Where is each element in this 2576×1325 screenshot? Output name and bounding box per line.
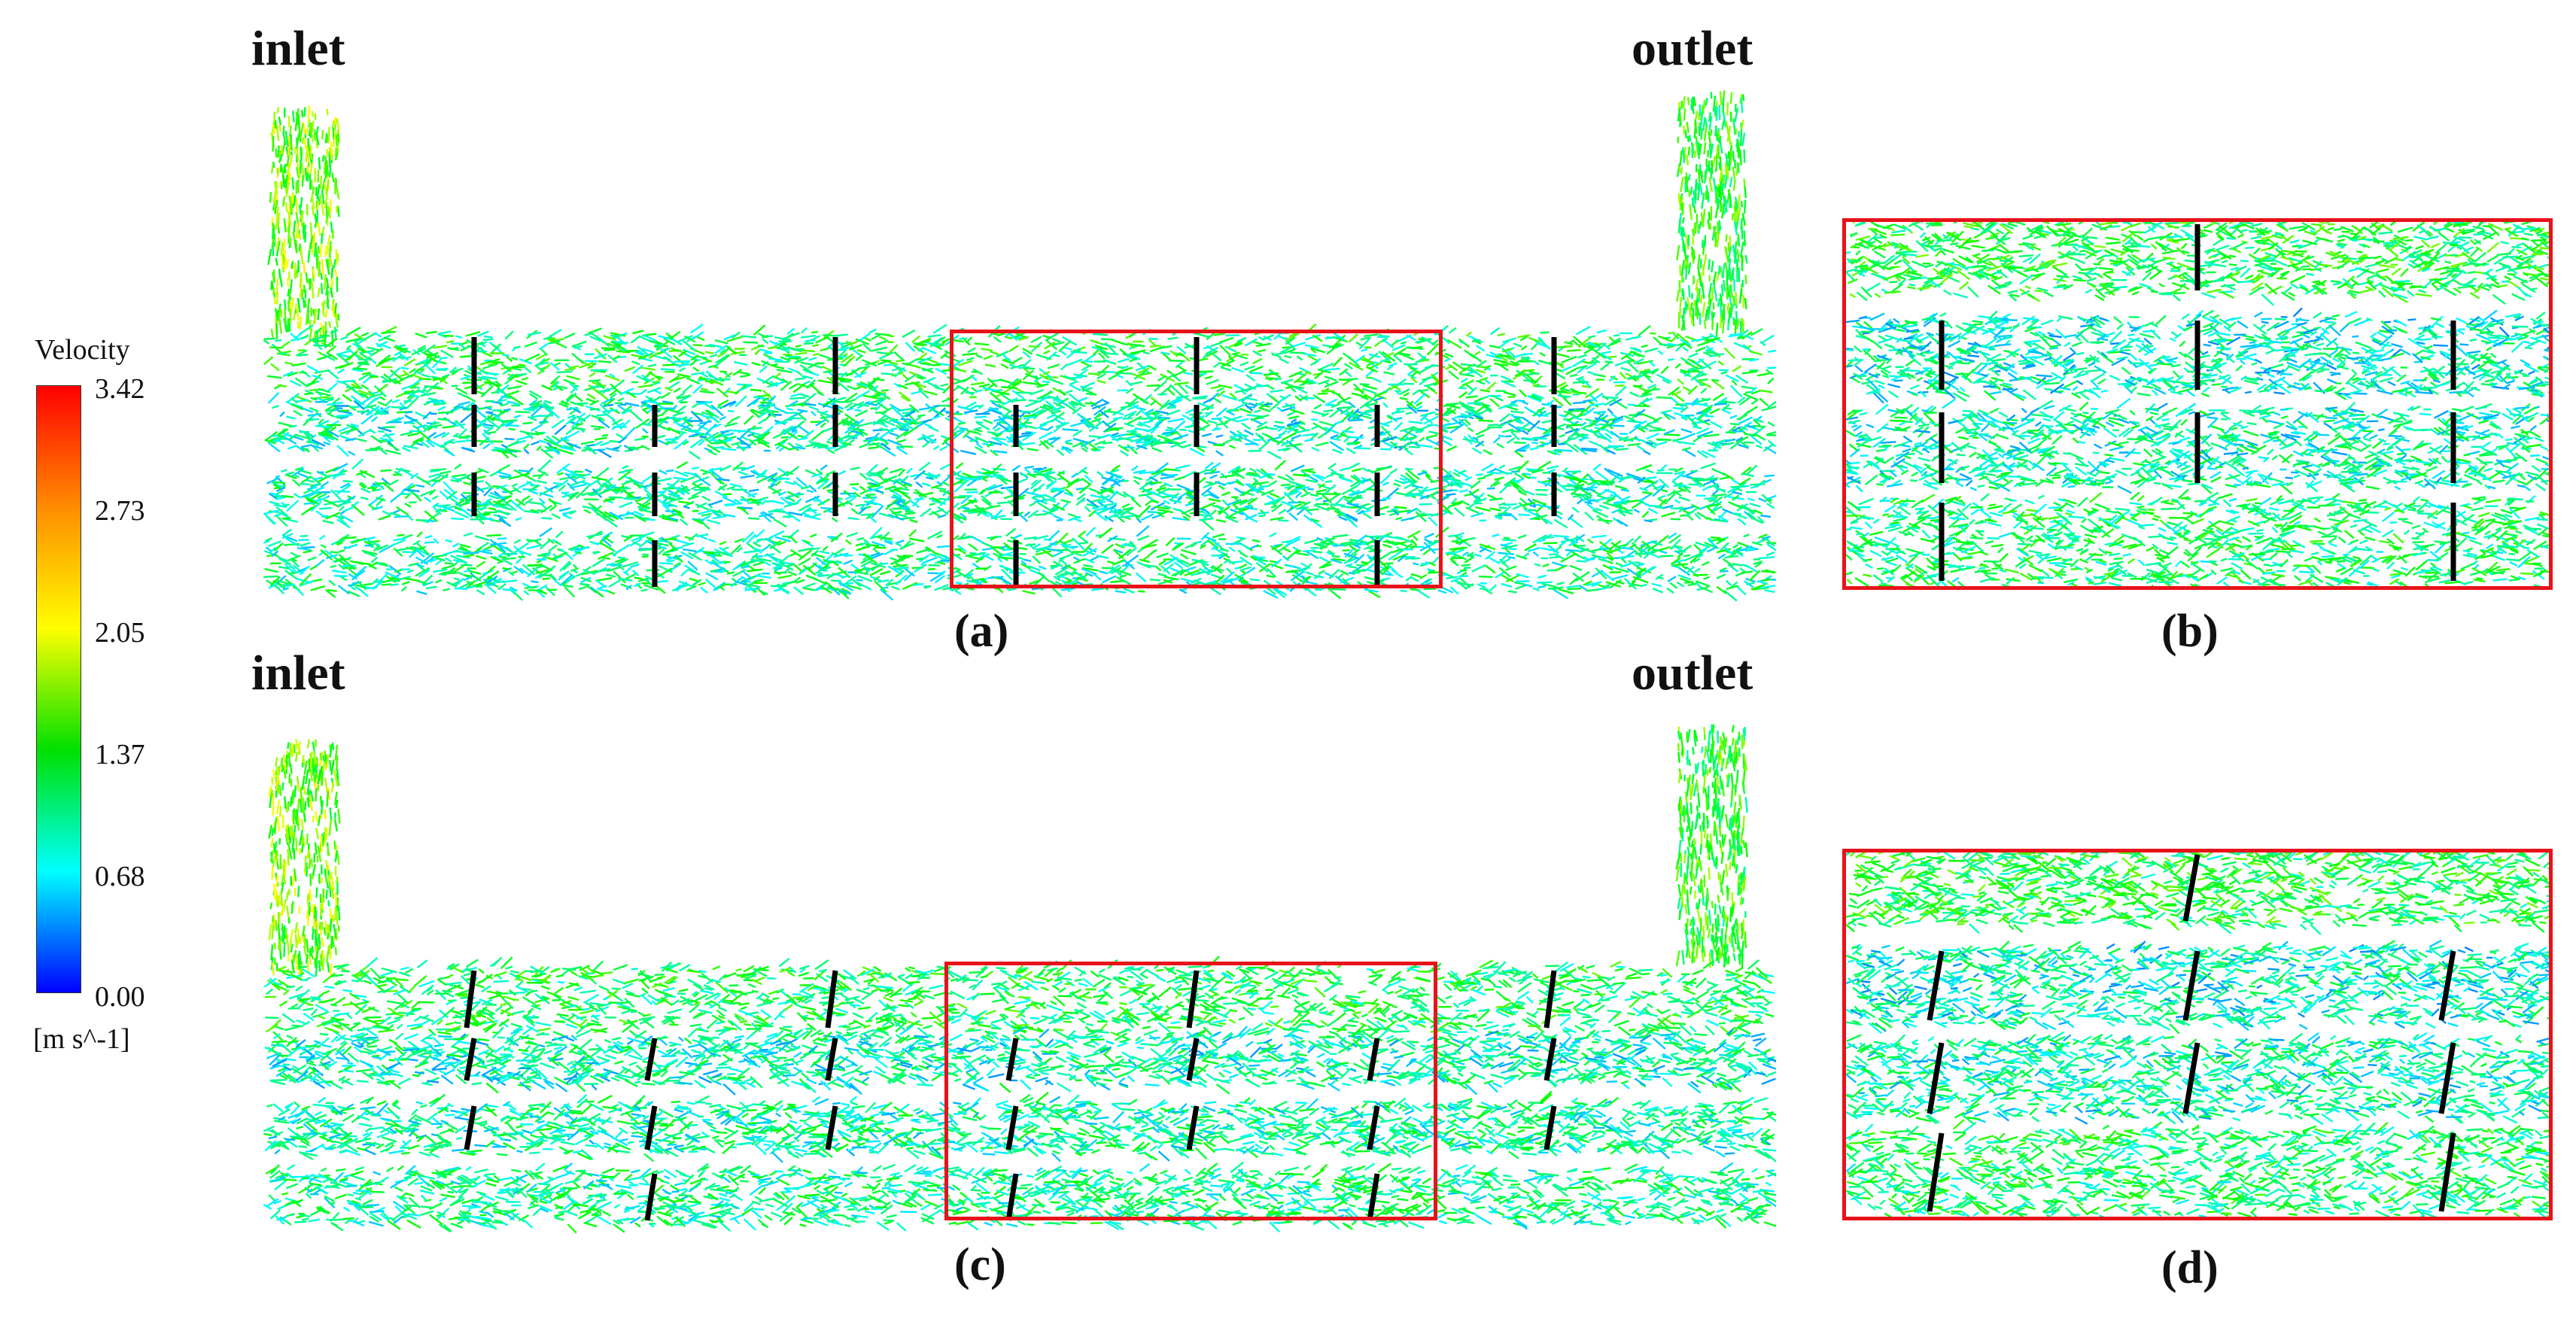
baffle [464, 1038, 477, 1081]
baffle [825, 1038, 838, 1081]
legend-tick-min: 0.00 [95, 983, 145, 1011]
baffle [825, 1105, 838, 1150]
baffle [1927, 1042, 1945, 1114]
velocity-vectors [1676, 90, 1748, 338]
baffle [464, 970, 477, 1029]
legend-title: Velocity [35, 336, 130, 364]
velocity-vectors [268, 739, 341, 978]
legend-tick: 2.05 [95, 618, 145, 647]
velocity-vectors [1844, 397, 2551, 495]
baffle [1186, 1105, 1200, 1150]
caption-b: (b) [2161, 608, 2219, 655]
legend-tick: 1.37 [95, 740, 145, 769]
legend-tick-max: 3.42 [95, 375, 145, 403]
legend-unit: [m s^-1] [33, 1025, 130, 1053]
velocity-vectors [263, 1090, 1776, 1163]
zoom-region-frame-c [944, 962, 1437, 1220]
velocity-vectors [1844, 1119, 2551, 1219]
baffle [1543, 1105, 1557, 1150]
velocity-vectors [263, 956, 1775, 1044]
velocity-colorbar [36, 385, 81, 993]
outlet-label-bottom: outlet [1632, 649, 1753, 698]
legend-tick: 0.68 [95, 862, 145, 891]
baffle [1543, 970, 1557, 1029]
velocity-vectors [263, 458, 1776, 531]
velocity-field-zoom-panel-d [1844, 850, 2551, 1219]
baffle [1927, 950, 1945, 1021]
baffle [2182, 854, 2200, 922]
caption-a: (a) [954, 608, 1008, 655]
baffle [2182, 950, 2200, 1021]
baffle [644, 1173, 658, 1221]
outlet-label-top: outlet [1632, 24, 1753, 74]
baffle [1005, 1038, 1019, 1081]
velocity-field-panel-c [263, 724, 1776, 1234]
caption-c: (c) [954, 1241, 1006, 1288]
inlet-label-bottom: inlet [251, 649, 345, 698]
velocity-vectors [1844, 1031, 2551, 1126]
velocity-field-panel-a [263, 90, 1776, 602]
velocity-vectors [1844, 850, 2551, 935]
velocity-vectors [1845, 939, 2551, 1035]
baffle [1005, 1173, 1019, 1221]
velocity-field-zoom-panel-b [1844, 220, 2551, 588]
baffle [644, 1105, 658, 1150]
baffle [644, 1038, 658, 1081]
velocity-vectors [1844, 307, 2551, 404]
baffle [1005, 1105, 1019, 1150]
velocity-vectors [1675, 724, 1748, 969]
zoom-panel-frame-b [1842, 218, 2553, 590]
baffle [1186, 970, 1200, 1029]
velocity-vectors [1844, 488, 2551, 588]
baffle [1186, 1038, 1200, 1081]
inlet-label-top: inlet [251, 24, 345, 74]
baffle [1367, 1038, 1380, 1081]
velocity-vectors [263, 323, 1776, 409]
caption-d: (d) [2161, 1244, 2219, 1291]
baffle [1927, 1132, 1945, 1212]
velocity-vectors [264, 1023, 1776, 1096]
velocity-vectors [264, 391, 1776, 460]
baffle [825, 970, 838, 1029]
baffle [464, 1105, 477, 1150]
zoom-panel-frame-d [1842, 849, 2553, 1220]
baffle [2182, 1042, 2200, 1114]
legend-tick: 2.73 [95, 497, 145, 525]
baffle [2438, 1042, 2456, 1114]
baffle [2438, 950, 2456, 1021]
baffle [1543, 1038, 1557, 1081]
velocity-vectors [267, 105, 340, 347]
baffle [1367, 1173, 1380, 1221]
velocity-vectors [263, 524, 1776, 602]
zoom-region-frame-a [950, 330, 1443, 588]
baffle [2438, 1132, 2456, 1212]
baffle [1367, 1105, 1380, 1150]
